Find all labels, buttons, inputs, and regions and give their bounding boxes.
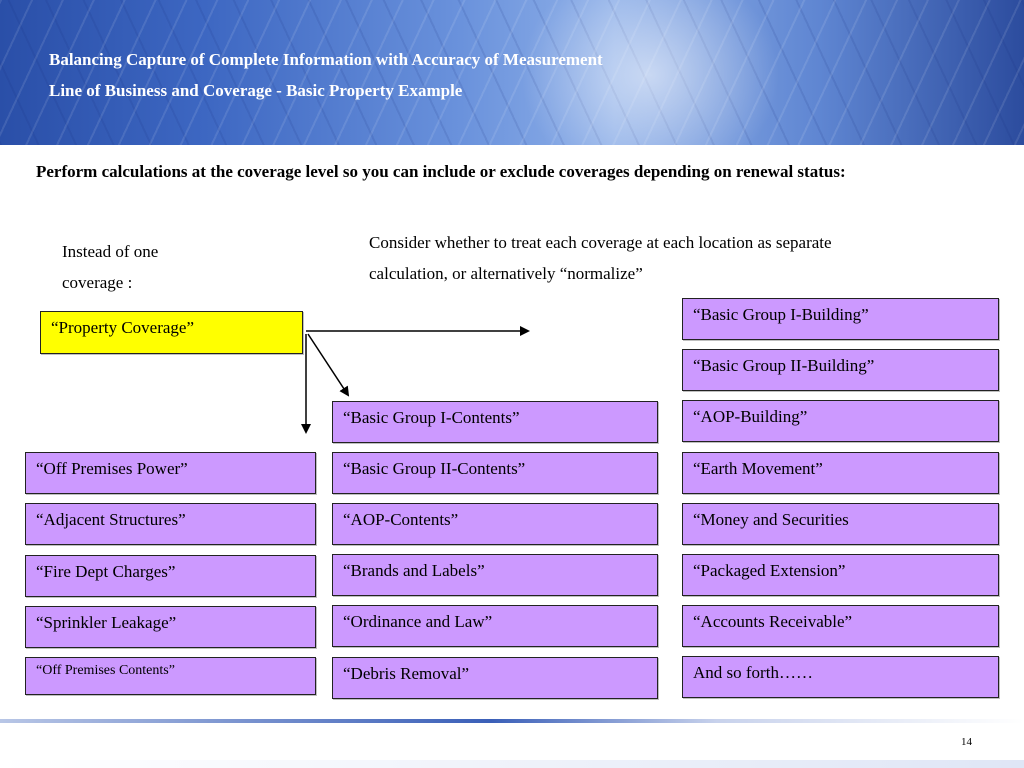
footer-rule	[0, 719, 1024, 723]
coverage-box: “Packaged Extension”	[682, 554, 999, 596]
slide-title: Balancing Capture of Complete Informatio…	[49, 50, 603, 69]
intro-text: Perform calculations at the coverage lev…	[36, 162, 846, 181]
coverage-box: “Money and Securities	[682, 503, 999, 545]
coverage-box: “Off Premises Power”	[25, 452, 316, 494]
coverage-box: “Brands and Labels”	[332, 554, 658, 596]
coverage-box: “Ordinance and Law”	[332, 605, 658, 647]
header-glow	[520, 0, 780, 145]
note-instead-of-one: Instead of one coverage :	[62, 242, 159, 292]
note-consider: Consider whether to treat each coverage …	[369, 233, 832, 283]
footer-band	[0, 760, 1024, 768]
coverage-box: “Earth Movement”	[682, 452, 999, 494]
header-divider	[0, 145, 1024, 148]
coverage-box: And so forth……	[682, 656, 999, 698]
header-banner: Balancing Capture of Complete Informatio…	[0, 0, 1024, 145]
coverage-box: “Sprinkler Leakage”	[25, 606, 316, 648]
coverage-box: “AOP-Contents”	[332, 503, 658, 545]
coverage-box: “Adjacent Structures”	[25, 503, 316, 545]
coverage-box: “Basic Group II-Building”	[682, 349, 999, 391]
page-number: 14	[961, 736, 972, 748]
arrow-diagonal	[307, 333, 350, 397]
coverage-box: “Fire Dept Charges”	[25, 555, 316, 597]
coverage-box: “Basic Group I-Contents”	[332, 401, 658, 443]
coverage-box: “Basic Group I-Building”	[682, 298, 999, 340]
property-coverage-box: “Property Coverage”	[40, 311, 303, 354]
slide-subtitle: Line of Business and Coverage - Basic Pr…	[49, 81, 463, 100]
coverage-box: “Accounts Receivable”	[682, 605, 999, 647]
coverage-box: “Debris Removal”	[332, 657, 658, 699]
coverage-box: “Off Premises Contents”	[25, 657, 316, 695]
coverage-box: “Basic Group II-Contents”	[332, 452, 658, 494]
coverage-box: “AOP-Building”	[682, 400, 999, 442]
